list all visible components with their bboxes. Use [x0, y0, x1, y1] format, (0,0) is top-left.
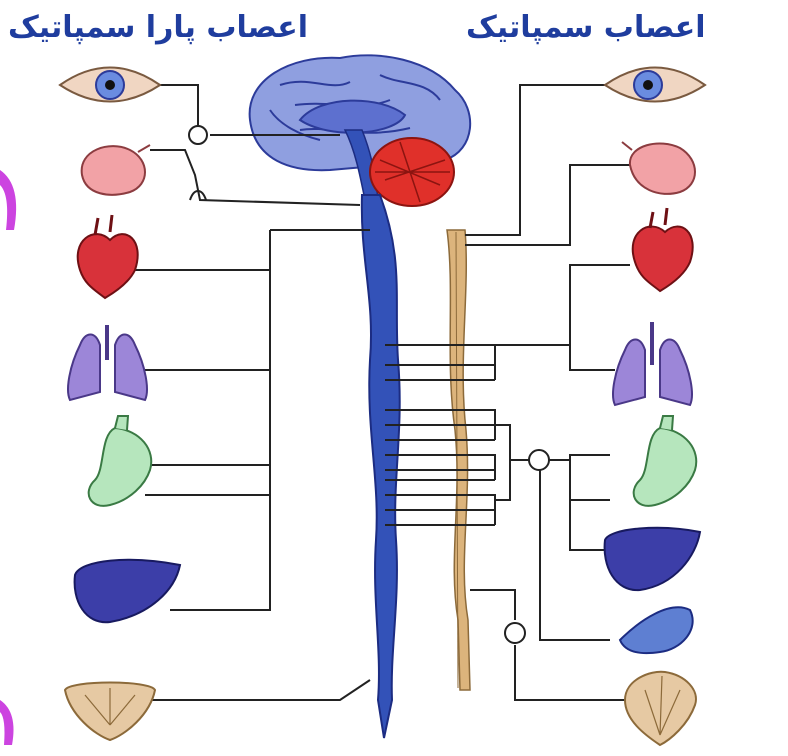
salivary-gland-icon	[82, 145, 150, 195]
celiac-ganglion	[529, 450, 549, 470]
lungs-icon	[613, 322, 692, 405]
heart-icon	[633, 208, 693, 291]
lungs-icon	[68, 325, 147, 400]
parasympathetic-nerves	[125, 85, 370, 700]
liver-icon	[75, 560, 180, 622]
bladder-icon	[625, 672, 696, 745]
left-edge-accent-bottom	[0, 700, 14, 745]
spinal-cord	[362, 195, 400, 738]
stomach-icon	[89, 416, 152, 506]
mesenteric-ganglion	[505, 623, 525, 643]
ciliary-ganglion	[189, 126, 207, 144]
left-edge-accent	[0, 170, 16, 230]
eye-icon	[60, 68, 160, 102]
sympathetic-chain	[447, 230, 470, 690]
heart-icon	[78, 215, 138, 298]
cerebellum	[370, 138, 454, 206]
pancreas-icon	[620, 607, 693, 653]
eye-icon	[605, 68, 705, 102]
stomach-icon	[634, 416, 697, 506]
bladder-icon	[65, 683, 155, 741]
liver-icon	[605, 528, 700, 590]
salivary-gland-icon	[622, 142, 695, 194]
